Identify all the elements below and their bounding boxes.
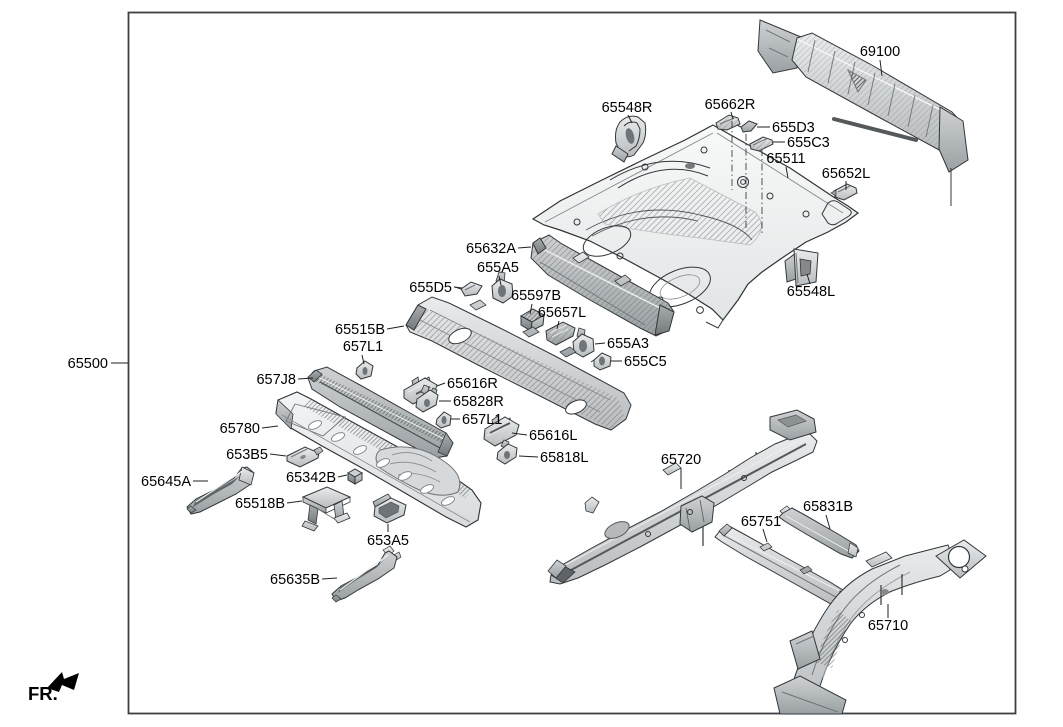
part-label-657J8: 657J8 <box>256 372 296 388</box>
part-label-65548L: 65548L <box>787 284 835 300</box>
part-69100-rear-panel <box>758 20 968 206</box>
member-hole <box>949 547 970 568</box>
part-65710-side-member <box>774 540 986 714</box>
part-label-655C3: 655C3 <box>787 135 830 151</box>
part-label-655C5: 655C5 <box>624 354 667 370</box>
part-65511-floor-panel <box>533 125 858 328</box>
part-653B5-bracket <box>287 447 323 467</box>
panel-hole <box>564 397 589 417</box>
part-65780-floor-panel <box>276 392 481 527</box>
part-label-65632A: 65632A <box>466 241 516 257</box>
part-label-65548R: 65548R <box>602 100 653 116</box>
part-label-653B5: 653B5 <box>226 447 268 463</box>
part-label-655D3: 655D3 <box>772 120 815 136</box>
part-label-657L1-upper: 657L1 <box>343 339 383 355</box>
leader-lines <box>111 59 889 618</box>
part-65818L-bracket <box>497 440 517 464</box>
part-65828R-bracket <box>416 385 438 412</box>
part-65518B-bracket <box>302 487 350 531</box>
part-label-65780: 65780 <box>220 421 260 437</box>
part-label-65645A: 65645A <box>141 474 191 490</box>
part-65632A-crossmember <box>531 235 674 336</box>
part-65657L-bracket <box>546 322 575 345</box>
panel-slot <box>834 119 916 140</box>
front-marker-label: FR. <box>28 683 58 704</box>
center-dash-lines <box>731 121 763 236</box>
part-65662R-bracket <box>716 115 740 130</box>
part-65616L-bracket <box>484 416 519 446</box>
part-655C5-bracket <box>591 353 611 370</box>
part-653A5-bracket <box>373 494 406 523</box>
part-label-65662R: 65662R <box>705 97 756 113</box>
part-label-655D5: 655D5 <box>409 280 452 296</box>
part-label-655A3: 655A3 <box>607 336 649 352</box>
part-label-65828R: 65828R <box>453 394 504 410</box>
part-label-69100: 69100 <box>860 44 900 60</box>
part-65645A-side-member <box>187 467 254 514</box>
part-label-65342B: 65342B <box>286 470 336 486</box>
part-65831B-rail <box>779 506 859 558</box>
part-label-657L1-lower: 657L1 <box>462 412 502 428</box>
part-65652L-bracket <box>831 184 857 200</box>
part-label-653A5: 653A5 <box>367 533 409 549</box>
part-label-655A5: 655A5 <box>477 260 519 276</box>
part-label-65518B: 65518B <box>235 496 285 512</box>
part-65515B-crossmember <box>406 297 631 430</box>
panel-hole <box>446 325 473 347</box>
part-label-65515B: 65515B <box>335 322 385 338</box>
part-655D3-bracket <box>737 121 757 132</box>
part-label-65616R: 65616R <box>447 376 498 392</box>
part-65720-side-member <box>548 410 817 584</box>
part-65635B-side-member <box>332 546 401 602</box>
assembly-number-label: 65500 <box>68 356 108 372</box>
part-655D5-bracket <box>455 282 482 296</box>
part-label-65657L: 65657L <box>538 305 586 321</box>
part-65342B-bracket <box>348 469 362 484</box>
panel-corner-flap <box>822 201 851 225</box>
part-65548R-bracket <box>612 116 646 162</box>
part-label-65597B: 65597B <box>511 288 561 304</box>
part-657L1-upper-bracket <box>356 361 373 379</box>
front-arrow-icon <box>47 672 79 692</box>
part-label-65652L: 65652L <box>822 166 870 182</box>
part-655C3-bracket <box>750 137 773 151</box>
part-label-65831B: 65831B <box>803 499 853 515</box>
part-label-65751: 65751 <box>741 514 781 530</box>
part-label-65710: 65710 <box>868 618 908 634</box>
part-657L1-lower-bracket <box>436 412 451 428</box>
part-label-65818L: 65818L <box>540 450 588 466</box>
part-label-65720: 65720 <box>661 452 701 468</box>
part-label-65511: 65511 <box>766 151 805 167</box>
front-direction-indicator: FR. <box>28 672 79 704</box>
part-label-65616L: 65616L <box>529 428 577 444</box>
part-labels: 69100 65548R 65662R 655D3 655C3 65511 65… <box>141 44 908 634</box>
part-657J8-rail <box>308 367 453 458</box>
part-label-65635B: 65635B <box>270 572 320 588</box>
part-65548L-bracket <box>785 249 818 286</box>
